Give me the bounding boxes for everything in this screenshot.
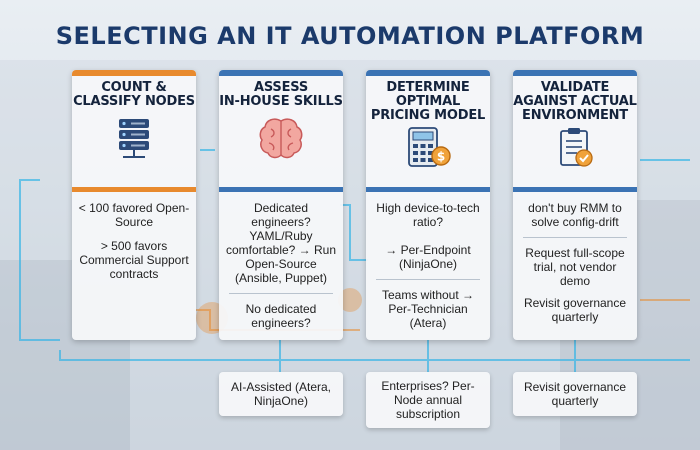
- card-header: ASSESS IN-HOUSE SKILLS: [219, 76, 343, 187]
- sub-box-governance: Revisit governance quarterly: [513, 372, 637, 416]
- card-item: Request full-scope trial, not vendor dem…: [525, 246, 625, 288]
- card-separator: [513, 187, 637, 192]
- card-accent-bar: [366, 70, 490, 76]
- card-title: DETERMINE OPTIMAL PRICING MODEL: [370, 80, 486, 123]
- card-item: Teams without → Per-Technician (Atera): [381, 288, 475, 330]
- sub-box-ai-assisted: AI-Assisted (Atera, NinjaOne): [219, 372, 343, 416]
- card-separator: [366, 187, 490, 192]
- card-header: VALIDATE AGAINST ACTUAL ENVIRONMENT: [513, 76, 637, 187]
- calculator-dollar-icon: $: [408, 127, 451, 167]
- card-item: don't buy RMM to solve config-drift: [528, 201, 622, 229]
- checklist-clipboard-icon: [560, 128, 593, 167]
- card-item: → Per-Endpoint (NinjaOne): [385, 243, 471, 271]
- card-item: > 500 favors Commercial Support contract…: [79, 239, 189, 281]
- card-body: < 100 favored Open-Source > 500 favors C…: [72, 192, 196, 281]
- card-pricing-model: DETERMINE OPTIMAL PRICING MODEL $ High d…: [366, 70, 490, 340]
- card-accent-bar: [513, 70, 637, 76]
- server-rack-icon: [119, 119, 149, 158]
- card-count-classify-nodes: COUNT & CLASSIFY NODES < 100 favored Ope…: [72, 70, 196, 340]
- card-separator: [219, 187, 343, 192]
- card-title: COUNT & CLASSIFY NODES: [73, 80, 195, 109]
- card-body: don't buy RMM to solve config-drift Requ…: [513, 192, 637, 324]
- card-assess-skills: ASSESS IN-HOUSE SKILLS Dedicated enginee…: [219, 70, 343, 340]
- brain-icon: [259, 118, 303, 159]
- card-separator: [72, 187, 196, 192]
- card-body: High device-to-tech ratio? → Per-Endpoin…: [366, 192, 490, 330]
- card-title: VALIDATE AGAINST ACTUAL ENVIRONMENT: [513, 80, 637, 123]
- card-item: Revisit governance quarterly: [523, 296, 627, 324]
- card-item: < 100 favored Open-Source: [78, 201, 190, 229]
- card-item: Dedicated engineers? YAML/Ruby comfortab…: [225, 201, 337, 285]
- card-accent-bar: [219, 70, 343, 76]
- card-header: COUNT & CLASSIFY NODES: [72, 76, 196, 187]
- card-validate-environment: VALIDATE AGAINST ACTUAL ENVIRONMENT don'…: [513, 70, 637, 340]
- card-header: DETERMINE OPTIMAL PRICING MODEL $: [366, 76, 490, 187]
- svg-text:$: $: [437, 150, 445, 164]
- card-body: Dedicated engineers? YAML/Ruby comfortab…: [219, 192, 343, 330]
- card-divider: [523, 237, 627, 238]
- card-title: ASSESS IN-HOUSE SKILLS: [219, 80, 343, 109]
- card-item: No dedicated engineers?: [245, 302, 317, 330]
- card-item: High device-to-tech ratio?: [376, 201, 480, 229]
- card-divider: [229, 293, 333, 294]
- card-divider: [376, 279, 480, 280]
- sub-box-enterprises: Enterprises? Per-Node annual subscriptio…: [366, 372, 490, 428]
- page-title: SELECTING AN IT AUTOMATION PLATFORM: [55, 22, 645, 50]
- card-accent-bar: [72, 70, 196, 76]
